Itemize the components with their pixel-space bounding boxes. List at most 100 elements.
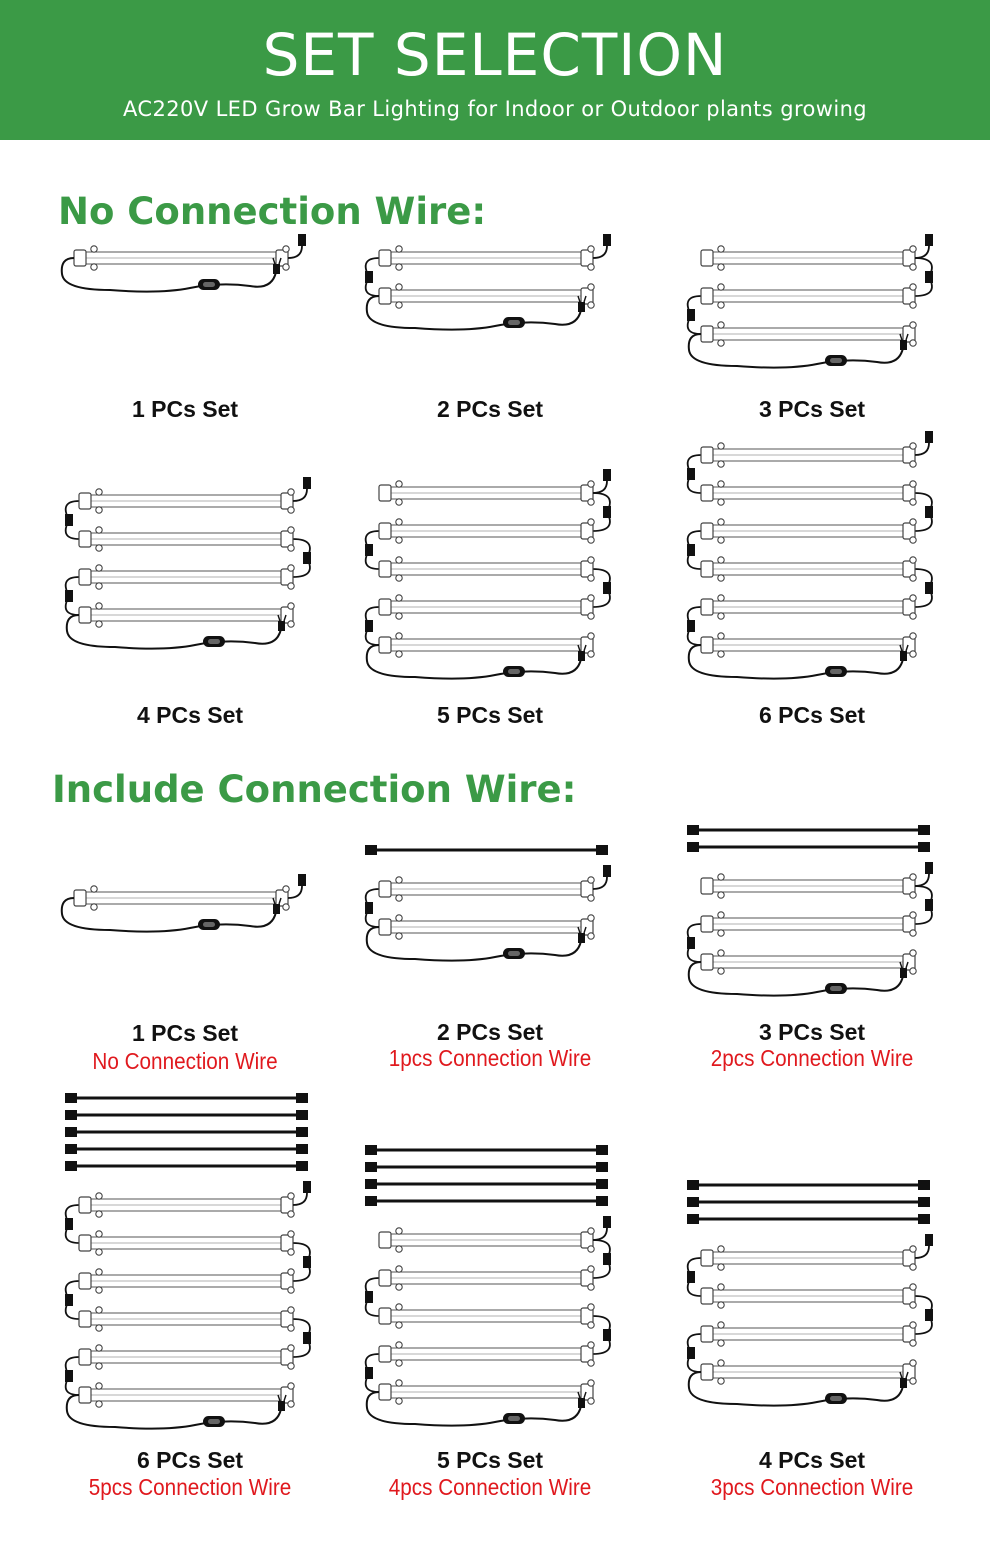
bar-mount-clip	[909, 498, 917, 506]
set-card-with-wire-4[interactable]: 4 PCs Set 3pcs Connection Wire	[677, 1175, 947, 1510]
plug-prong	[272, 897, 276, 905]
led-bar	[73, 885, 290, 911]
bar-mount-clip	[587, 632, 595, 640]
set-card-with-wire-3[interactable]: 3 PCs Set 2pcs Connection Wire	[677, 820, 947, 1080]
power-plug-icon	[273, 264, 280, 274]
bar-mount-clip	[909, 283, 917, 291]
set-card-with-wire-6[interactable]: 6 PCs Set 5pcs Connection Wire	[55, 1088, 325, 1508]
bar-mount-clip	[95, 488, 103, 496]
bar-mount-clip	[95, 1286, 103, 1294]
set-card-with-wire-5[interactable]: 5 PCs Set 4pcs Connection Wire	[355, 1140, 625, 1510]
bar-mount-clip	[395, 574, 403, 582]
bar-mount-clip	[287, 1400, 295, 1408]
bar-mount-clip	[395, 480, 403, 488]
bar-mount-clip	[717, 1245, 725, 1253]
bar-mount-clip	[395, 1227, 403, 1235]
bar-mount-clip	[909, 1359, 917, 1367]
switch-button	[830, 669, 842, 674]
bar-mount-clip	[395, 263, 403, 271]
switch-button	[203, 922, 215, 927]
set-label: 5 PCs Set	[436, 702, 544, 728]
led-bar	[700, 1245, 917, 1271]
set-label: 6 PCs Set	[758, 702, 866, 728]
plug-prong	[577, 1391, 581, 1399]
led-bar	[700, 321, 917, 347]
end-connector-icon	[603, 469, 611, 481]
bar-mount-clip	[287, 526, 295, 534]
connection-wire	[365, 1196, 608, 1206]
bar-mount-clip	[909, 556, 917, 564]
connector-icon	[925, 506, 933, 518]
bar-mount-clip	[395, 556, 403, 564]
set-card-with-wire-1[interactable]: 1 PCs Set No Connection Wire	[50, 874, 320, 1080]
bar-mount-clip	[717, 301, 725, 309]
led-bar	[700, 873, 917, 899]
bar-end-cap	[580, 1345, 594, 1363]
bar-end-cap	[378, 287, 392, 305]
bar-mount-clip	[717, 321, 725, 329]
plug-prong	[283, 614, 287, 622]
connector-icon	[303, 552, 311, 564]
power-plug-icon	[273, 904, 280, 914]
bar-mount-clip	[587, 594, 595, 602]
connection-wire	[65, 1127, 308, 1137]
led-bar	[378, 1303, 595, 1329]
bar-mount-clip	[287, 1192, 295, 1200]
set-diagram	[60, 234, 306, 293]
bar-mount-clip	[587, 263, 595, 271]
connector-icon	[925, 582, 933, 594]
connector-icon	[65, 1144, 77, 1154]
led-bar	[78, 1344, 295, 1370]
power-plug-icon	[900, 1378, 907, 1388]
end-connector-icon	[298, 874, 306, 886]
connector-icon	[918, 1214, 930, 1224]
end-connector-icon	[925, 431, 933, 443]
bar-mount-clip	[717, 891, 725, 899]
connector-icon	[687, 937, 695, 949]
plug-prong	[583, 295, 587, 303]
connector-icon	[687, 1347, 695, 1359]
plug-prong	[577, 295, 581, 303]
bar-mount-clip	[287, 1248, 295, 1256]
connector-icon	[296, 1110, 308, 1120]
set-card-no-wire-2[interactable]: 2 PCs Set	[355, 234, 625, 430]
set-card-no-wire-3[interactable]: 3 PCs Set	[677, 234, 947, 430]
bar-mount-clip	[395, 914, 403, 922]
set-label: 5 PCs Set	[436, 1447, 544, 1473]
bar-end-cap	[378, 560, 392, 578]
bar-mount-clip	[717, 1359, 725, 1367]
bar-end-cap	[280, 1234, 294, 1252]
bar-mount-clip	[909, 321, 917, 329]
connector-icon	[365, 1196, 377, 1206]
power-plug-icon	[900, 968, 907, 978]
set-diagram	[686, 825, 933, 997]
connection-wire	[365, 1179, 608, 1189]
bar-mount-clip	[587, 536, 595, 544]
bar-mount-clip	[95, 582, 103, 590]
connector-icon	[596, 1162, 608, 1172]
bar-mount-clip	[395, 612, 403, 620]
power-cord	[60, 257, 277, 293]
bar-end-cap	[580, 598, 594, 616]
bar-mount-clip	[395, 536, 403, 544]
bar-mount-clip	[717, 245, 725, 253]
bar-end-cap	[902, 1325, 916, 1343]
connector-icon	[303, 1332, 311, 1344]
switch-button	[508, 669, 520, 674]
set-card-no-wire-6[interactable]: 6 PCs Set	[677, 431, 947, 737]
connection-wire	[365, 1162, 608, 1172]
set-card-no-wire-1[interactable]: 1 PCs Set	[50, 234, 320, 430]
bar-mount-clip	[395, 932, 403, 940]
led-bar	[78, 1230, 295, 1256]
set-card-no-wire-4[interactable]: 4 PCs Set	[55, 477, 325, 733]
connection-wire	[65, 1093, 308, 1103]
connector-icon	[296, 1093, 308, 1103]
bar-mount-clip	[717, 1377, 725, 1385]
set-card-no-wire-5[interactable]: 5 PCs Set	[355, 469, 625, 735]
bar-end-cap	[700, 560, 714, 578]
bar-mount-clip	[717, 967, 725, 975]
bar-end-cap	[700, 1363, 714, 1381]
section-title-no-wire: No Connection Wire:	[58, 190, 487, 233]
set-card-with-wire-2[interactable]: 2 PCs Set 1pcs Connection Wire	[355, 840, 625, 1080]
power-cord	[687, 1371, 904, 1407]
